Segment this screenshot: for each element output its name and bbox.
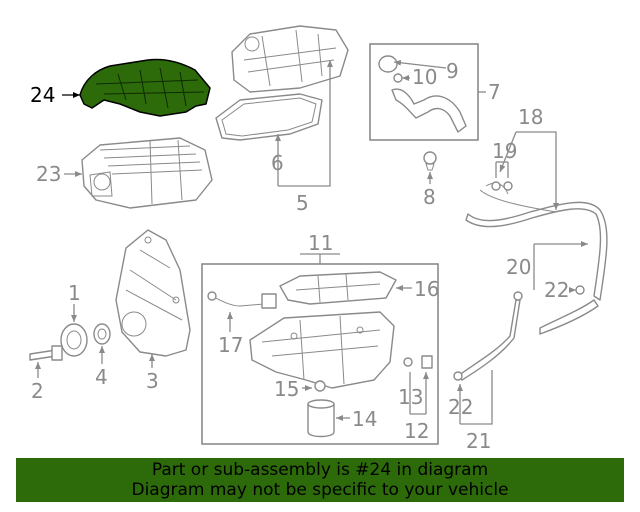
leader-9 [393, 59, 447, 69]
part-1-balancer[interactable] [60, 323, 88, 357]
leader-21 [460, 370, 493, 425]
callout-2: 2 [31, 379, 44, 403]
leader-5 [278, 60, 333, 187]
part-22-clip-upper[interactable] [575, 285, 585, 295]
callout-24: 24 [30, 83, 55, 107]
callout-5: 5 [296, 191, 309, 215]
leader-11 [300, 253, 340, 264]
callout-21: 21 [466, 429, 491, 453]
banner-line-2: Diagram may not be specific to your vehi… [131, 480, 509, 500]
part-18-dipstick-tube[interactable] [465, 182, 608, 335]
callout-6: 6 [271, 151, 284, 175]
leader-19 [495, 162, 509, 178]
info-banner: Part or sub-assembly is #24 in diagram D… [16, 458, 624, 502]
leader-18b [499, 131, 517, 173]
banner-line-1: Part or sub-assembly is #24 in diagram [151, 460, 489, 480]
callout-7: 7 [488, 80, 501, 104]
leader-13 [409, 372, 426, 415]
callout-9: 9 [446, 59, 459, 83]
part-valve-cover[interactable] [231, 25, 349, 93]
part-pcv-hose[interactable] [391, 88, 467, 133]
callout-3: 3 [146, 369, 159, 393]
part-2-bolt[interactable] [29, 345, 63, 361]
callout-22a: 22 [544, 278, 569, 302]
part-17-oil-sensor[interactable] [207, 291, 277, 309]
part-14-oil-filter[interactable] [307, 399, 335, 438]
part-13-fitting[interactable] [403, 355, 433, 369]
part-16-pan-gasket[interactable] [279, 271, 397, 305]
callout-23: 23 [36, 162, 61, 186]
callout-11: 11 [308, 231, 333, 255]
callout-1: 1 [68, 281, 81, 305]
callout-17: 17 [218, 333, 243, 357]
part-21-dipstick[interactable] [453, 291, 523, 381]
callout-8: 8 [423, 185, 436, 209]
part-4-seal[interactable] [93, 323, 111, 345]
part-3-timing-cover[interactable] [115, 229, 191, 357]
leader-20 [533, 244, 588, 290]
callout-20: 20 [506, 255, 531, 279]
callout-19: 19 [492, 139, 517, 163]
callout-10: 10 [412, 65, 437, 89]
callout-22b: 22 [448, 395, 473, 419]
callout-16: 16 [414, 277, 439, 301]
part-oil-pan[interactable] [249, 311, 395, 389]
part-19-clip[interactable] [491, 181, 513, 191]
callout-18: 18 [518, 105, 543, 129]
part-15-drain-plug[interactable] [314, 380, 326, 392]
callout-14: 14 [352, 407, 377, 431]
part-8-plug[interactable] [423, 151, 437, 171]
part-10-pcv-valve[interactable] [378, 55, 403, 83]
leader-18 [516, 131, 559, 210]
callout-12: 12 [404, 419, 429, 443]
part-24-intake-cover[interactable] [79, 58, 211, 117]
callout-4: 4 [95, 365, 108, 389]
part-23-intake-manifold[interactable] [81, 137, 213, 209]
part-6-valve-cover-gasket[interactable] [215, 93, 323, 141]
callout-15: 15 [274, 377, 299, 401]
callout-13: 13 [398, 385, 423, 409]
